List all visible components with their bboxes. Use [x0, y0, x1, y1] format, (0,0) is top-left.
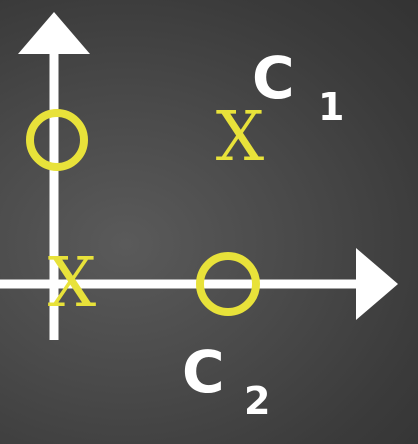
x-markers: X X [48, 98, 265, 323]
label-c1: C 1 [252, 44, 344, 129]
circle-marker-on-y-axis [26, 109, 88, 171]
circle-marker-on-x-axis [196, 252, 260, 316]
x-marker-origin: X [48, 244, 97, 323]
axes [0, 12, 398, 340]
label-c1-subscript: 1 [318, 85, 344, 129]
label-c2: C 2 [182, 338, 270, 423]
label-c2-subscript: 2 [244, 379, 270, 423]
label-c1-letter: C [252, 44, 295, 112]
circle-markers [26, 109, 260, 316]
arrow-up-icon [18, 12, 90, 54]
label-c2-letter: C [182, 338, 225, 406]
arrow-right-icon [356, 248, 398, 320]
x-marker-upper: X [216, 98, 265, 177]
